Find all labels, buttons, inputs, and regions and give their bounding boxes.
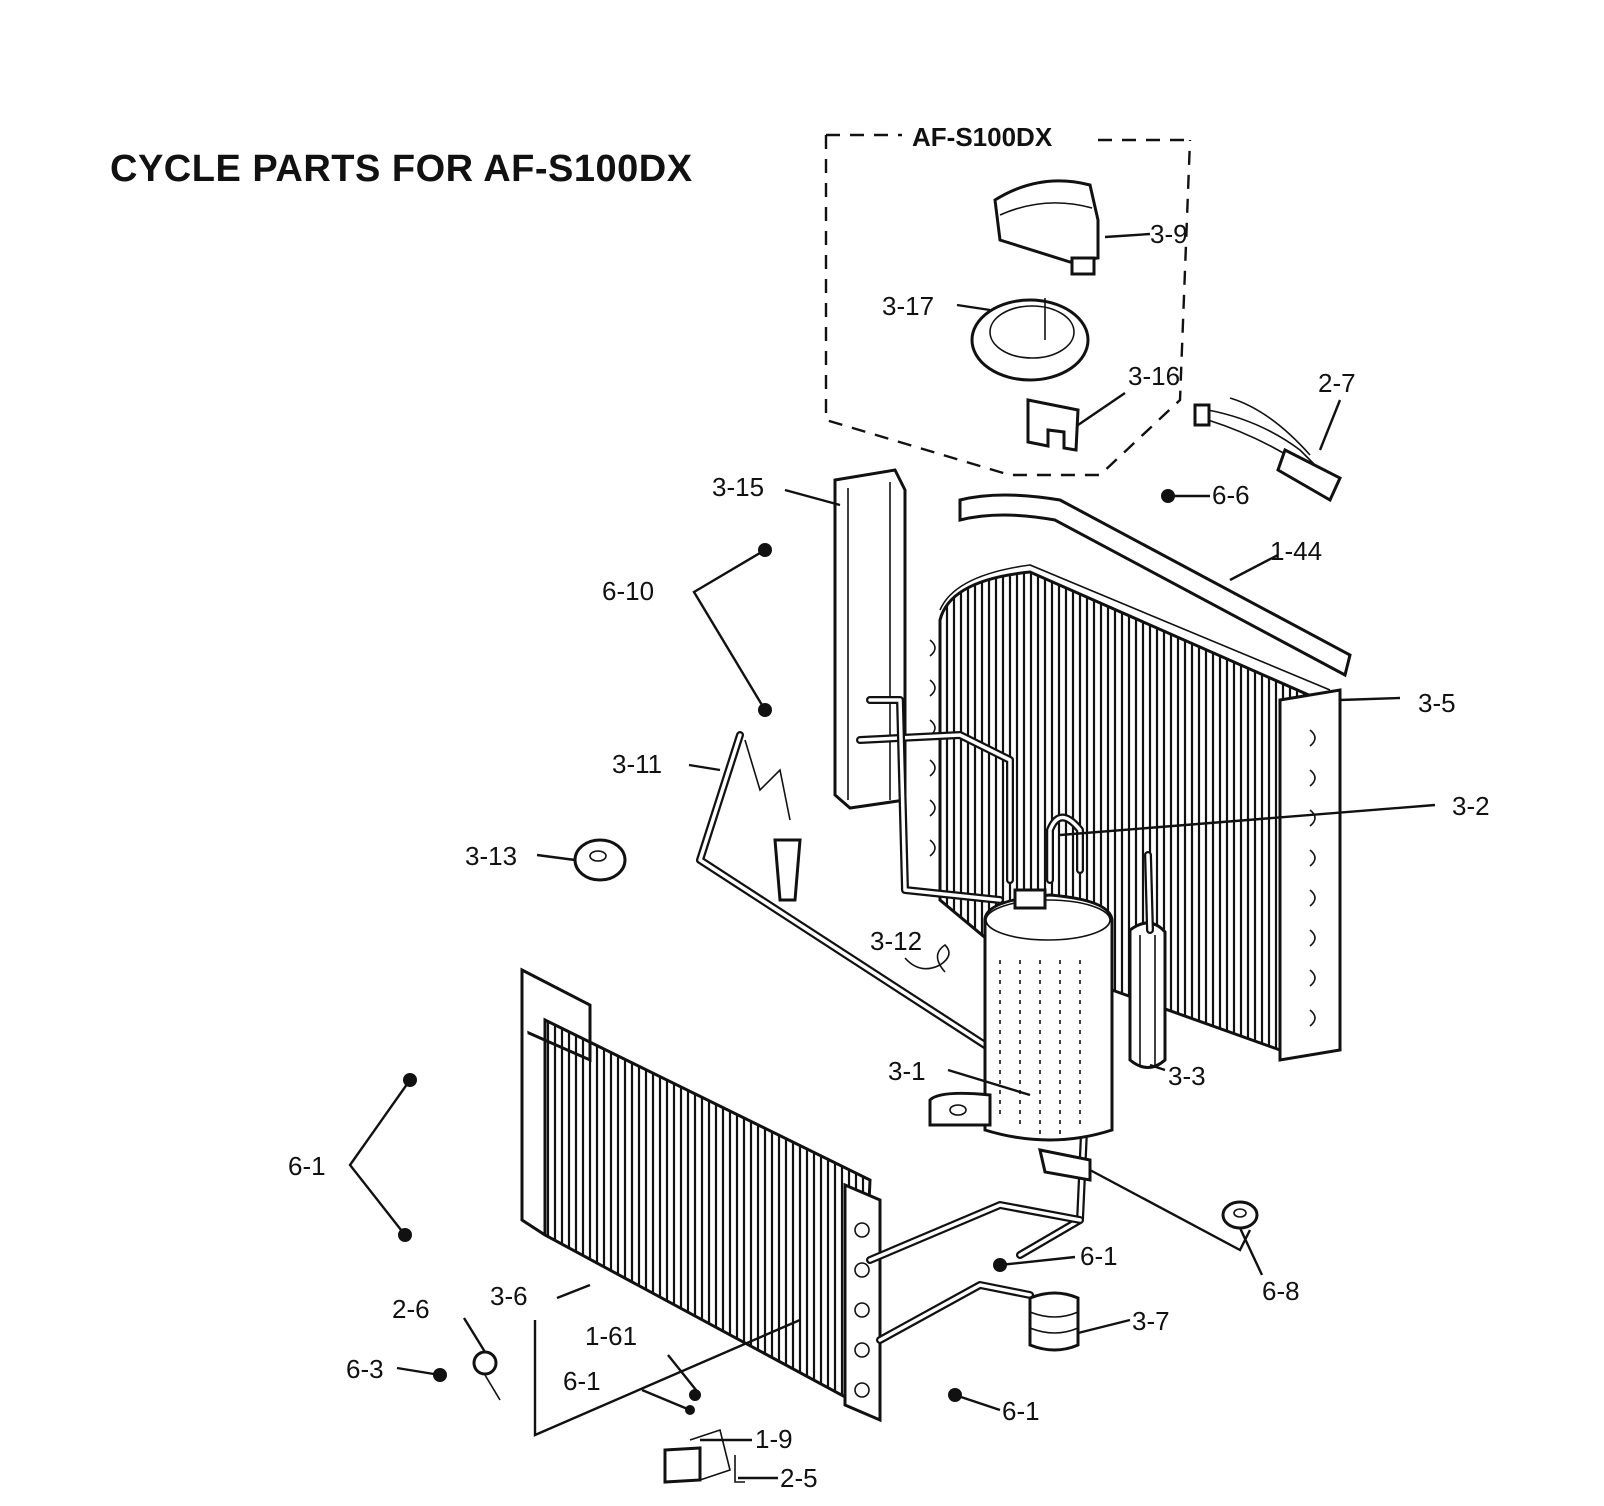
callout-3-9: 3-9 [1150,219,1188,249]
inset-label: AF-S100DX [912,122,1053,152]
callout-2-7: 2-7 [1318,368,1356,398]
part-3-13-grommet [573,838,627,882]
callout-1-61: 1-61 [585,1321,637,1351]
callout-6-10: 6-10 [602,576,654,606]
part-3-9-cover [993,179,1100,276]
callout-3-17: 3-17 [882,291,934,321]
callout-labels: 3-9 3-17 3-16 2-7 3-15 6-6 1-44 6-10 3-5… [288,219,1490,1493]
part-3-17-ring [970,298,1090,382]
part-3-15-valve-panel [833,468,907,810]
part-3-12-clip [904,943,950,973]
callout-6-1-left: 6-1 [288,1151,326,1181]
callout-6-1-low: 6-1 [563,1366,601,1396]
callout-1-44: 1-44 [1270,536,1322,566]
evaporator-bends [854,1222,870,1398]
part-3-6-evaporator-coil [520,967,1084,1423]
callout-6-1-mid: 6-1 [1080,1241,1118,1271]
callout-6-8: 6-8 [1262,1276,1300,1306]
callout-3-15: 3-15 [712,472,764,502]
part-1-44-top-bar [958,493,1352,678]
part-2-6-fitting [472,1350,501,1401]
callout-3-6: 3-6 [490,1281,528,1311]
inset-dashed-box: AF-S100DX [824,122,1192,477]
callout-6-3: 6-3 [346,1354,384,1384]
callout-3-11: 3-11 [612,749,662,779]
part-3-7-damper [1028,1291,1080,1352]
part-6-8-grommet [1221,1200,1259,1230]
part-3-1-compressor [928,893,1114,1182]
page-title: CYCLE PARTS FOR AF-S100DX [110,148,693,190]
callout-2-6: 2-6 [392,1294,430,1324]
refrigerant-pipes [856,696,1084,904]
callout-2-5: 2-5 [780,1463,818,1493]
callout-3-3: 3-3 [1168,1061,1206,1091]
bottom-group-frame [533,1318,801,1437]
callout-3-1: 3-1 [888,1056,926,1086]
callout-6-1-right: 6-1 [1002,1396,1040,1426]
callout-3-7: 3-7 [1132,1306,1170,1336]
leader-lines [348,232,1436,1480]
callout-6-6: 6-6 [1212,480,1250,510]
part-2-7-cable [1193,397,1342,503]
part-1-9-bracket [663,1428,745,1484]
callout-3-13: 3-13 [465,841,517,871]
callout-1-9: 1-9 [755,1424,793,1454]
part-3-3-accumulator [1128,851,1167,1069]
callout-3-16: 3-16 [1128,361,1180,391]
part-3-2-discharge-pipe [1013,888,1047,910]
callout-3-5: 3-5 [1418,688,1456,718]
callout-3-2: 3-2 [1452,791,1490,821]
part-3-16-bracket [1026,398,1080,452]
coil-bends [929,639,1316,1027]
callout-3-12: 3-12 [870,926,922,956]
